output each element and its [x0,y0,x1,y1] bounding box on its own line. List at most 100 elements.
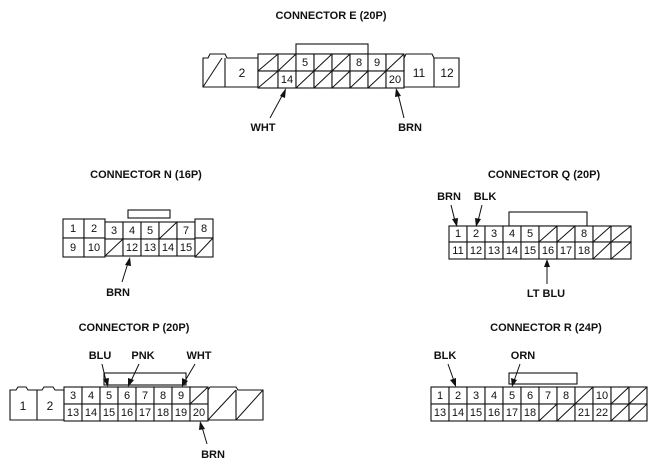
pin-p-9: 9 [178,390,184,402]
pin-r-21: 21 [578,407,590,419]
wire-p-brn-lead [201,426,208,445]
pin-p-14: 14 [85,407,97,419]
connector-r-grid: 1 2 3 4 5 6 7 8 10 13 14 [430,386,648,422]
pin-p-1: 1 [20,399,27,413]
pin-r-5: 5 [509,390,515,402]
pin-q-17: 17 [560,245,572,257]
connector-q: CONNECTOR Q (20P) 1 2 3 4 5 8 [437,169,632,300]
connector-q-latch [508,211,588,227]
wire-p-pnk-lead [130,363,140,382]
pin-p-5: 5 [106,390,112,402]
pin-r-2: 2 [455,390,461,402]
pin-q-14: 14 [506,245,518,257]
connector-p-grid: 3 4 5 6 7 8 9 13 14 15 16 17 18 19 20 [63,386,209,422]
wire-label-e-wht: WHT [250,122,275,134]
connector-n-latch [127,209,171,219]
pin-p-7: 7 [142,390,148,402]
pin-e-14: 14 [281,74,293,86]
pin-r-22: 22 [596,407,608,419]
connector-e-center-grid: 5 8 9 14 20 [257,53,405,89]
wire-label-p-pnk: PNK [131,350,154,362]
connector-r-latch [508,372,578,385]
connector-q-grid: 1 2 3 4 5 8 11 12 13 14 15 16 17 18 [448,225,632,260]
pin-q-1: 1 [455,228,461,240]
pin-q-12: 12 [470,245,482,257]
wire-e-brn-lead [397,93,405,119]
pin-p-15: 15 [103,407,115,419]
wire-r-orn-arrowhead [511,378,517,387]
pin-p-20: 20 [193,407,205,419]
pin-q-11: 11 [452,245,463,257]
wire-label-p-blu: BLU [89,350,112,362]
pin-q-18: 18 [578,245,590,257]
pin-p-16: 16 [121,407,133,419]
pin-p-2: 2 [47,399,54,413]
pin-q-3: 3 [491,228,497,240]
pin-n-7: 7 [183,225,189,237]
pin-p-17: 17 [139,407,151,419]
pin-r-8: 8 [563,390,569,402]
wire-label-q-blk: BLK [474,191,497,203]
pin-n-12: 12 [126,242,138,254]
pin-r-7: 7 [545,390,551,402]
pin-n-9: 9 [70,242,76,254]
wire-p-wht-lead [184,363,196,382]
wire-e-brn-arrowhead [395,88,401,97]
wire-p-brn-arrowhead [199,421,205,430]
wire-label-q-ltblu: LT BLU [527,288,565,300]
pin-q-16: 16 [542,245,554,257]
connector-e-latch [295,43,369,55]
pin-p-19: 19 [175,407,187,419]
pin-q-5: 5 [527,228,533,240]
pin-n-10: 10 [88,242,100,254]
pin-r-6: 6 [527,390,533,402]
wire-q-ltblu-arrowhead [544,259,550,267]
pin-n-1: 1 [70,223,76,235]
wire-q-blk-lead [477,204,483,222]
connector-p-latch [103,372,187,386]
pin-r-16: 16 [488,407,500,419]
pin-e-2: 2 [239,66,246,80]
wire-label-r-blk: BLK [434,350,457,362]
wire-label-e-brn: BRN [398,122,422,134]
pin-r-13: 13 [434,407,446,419]
connector-e-right-block [403,53,460,88]
pin-r-1: 1 [437,390,443,402]
wire-p-blu-lead [101,363,107,382]
wire-r-blk-lead [447,363,455,382]
pin-r-4: 4 [491,390,497,402]
pin-r-14: 14 [452,407,464,419]
wire-p-pnk-arrowhead [128,378,134,387]
wire-r-blk-arrowhead [450,378,456,387]
pin-e-9: 9 [374,57,380,69]
pin-p-8: 8 [160,390,166,402]
wire-r-orn-lead [513,363,521,382]
pin-r-3: 3 [473,390,479,402]
pin-n-8: 8 [201,223,207,235]
pin-e-5: 5 [302,57,308,69]
pin-r-17: 17 [506,407,518,419]
pin-p-3: 3 [70,390,76,402]
wire-label-q-brn: BRN [437,191,461,203]
pin-n-4: 4 [129,225,135,237]
connector-q-title: CONNECTOR Q (20P) [488,169,601,181]
pin-p-6: 6 [124,390,130,402]
wire-q-brn-arrowhead [452,218,458,227]
pin-e-11: 11 [413,66,426,80]
pin-q-13: 13 [488,245,500,257]
wire-label-n-brn: BRN [106,287,130,299]
connector-r: CONNECTOR R (24P) 1 2 3 4 5 6 7 8 [430,322,648,422]
wire-p-blu-arrowhead [103,378,109,387]
pin-e-12: 12 [440,66,454,80]
connector-e: CONNECTOR E (20P) 2 5 8 9 [202,10,460,134]
wire-p-wht-arrowhead [182,378,188,387]
wire-e-wht-lead [269,93,284,119]
pin-e-8: 8 [356,57,362,69]
connector-n-title: CONNECTOR N (16P) [90,169,202,181]
pin-p-18: 18 [157,407,169,419]
wire-e-wht-arrowhead [280,88,286,98]
connector-p-right-block [207,386,264,421]
connector-p: CONNECTOR P (20P) 1 2 3 4 5 6 7 8 9 [9,322,264,461]
pin-n-3: 3 [111,225,117,237]
wire-label-p-brn: BRN [201,449,225,461]
